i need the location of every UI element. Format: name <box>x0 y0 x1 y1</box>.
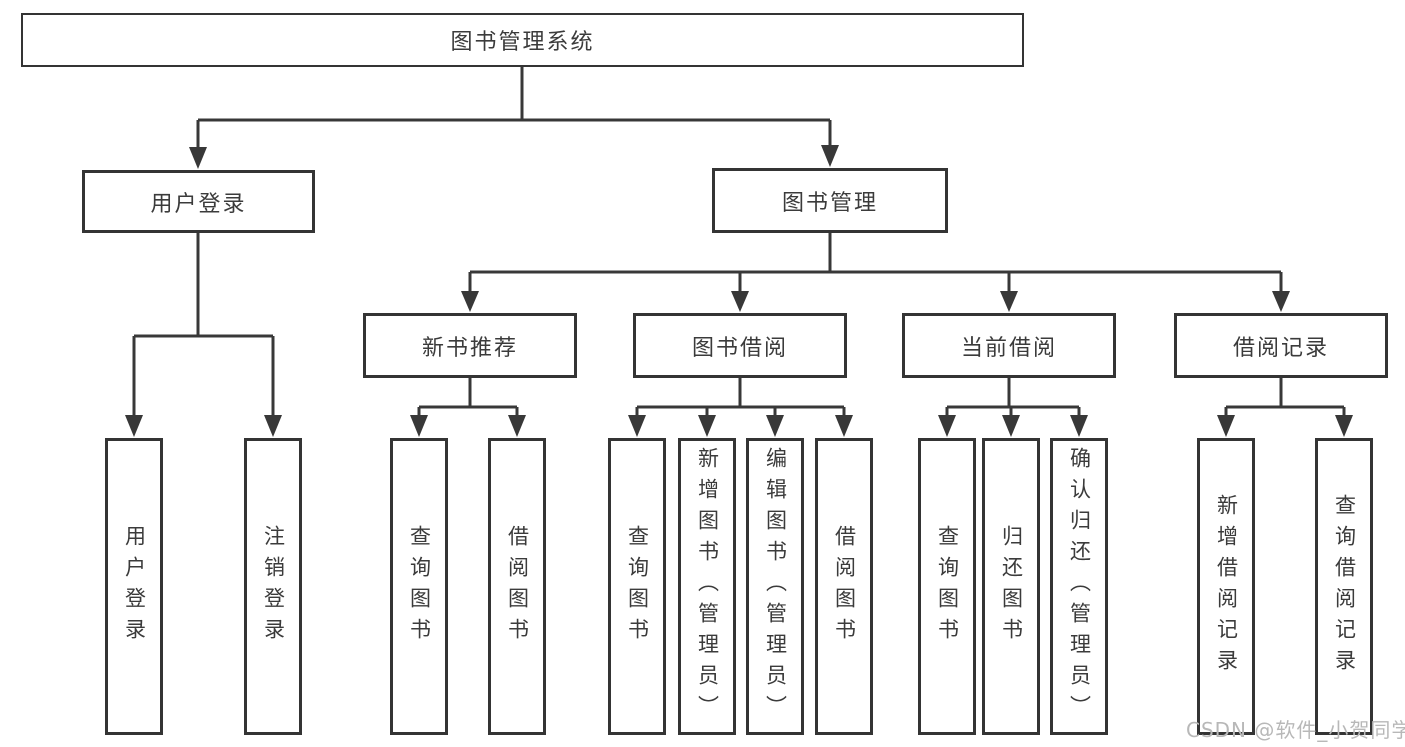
node-current-borrowing: 当前借阅 <box>902 313 1116 378</box>
node-root-label: 图书管理系统 <box>450 30 595 55</box>
leaf-br-query-record-label: 查询借阅记录 <box>1332 493 1357 680</box>
node-new-book-recommend: 新书推荐 <box>363 313 577 378</box>
leaf-cb-return-books: 归还图书 <box>982 438 1040 735</box>
node-book-management: 图书管理 <box>712 168 948 233</box>
node-current-borrowing-label: 当前借阅 <box>960 335 1057 361</box>
leaf-bb-borrow-books: 借阅图书 <box>815 438 873 735</box>
leaf-bb-add-books-admin-label: 新增图书（管理员） <box>695 447 720 726</box>
leaf-cb-query-books-label: 查询图书 <box>935 524 960 649</box>
leaf-cb-query-books: 查询图书 <box>918 438 976 735</box>
leaf-br-add-record-label: 新增借阅记录 <box>1214 493 1239 680</box>
node-root: 图书管理系统 <box>21 13 1024 67</box>
leaf-bb-borrow-books-label: 借阅图书 <box>832 524 857 649</box>
node-borrowing-records-label: 借阅记录 <box>1232 335 1329 361</box>
watermark-text: CSDN @软件_小贺同学 <box>1186 718 1405 742</box>
leaf-br-query-record: 查询借阅记录 <box>1315 438 1373 735</box>
leaf-bb-query-books: 查询图书 <box>608 438 666 735</box>
leaf-user-login: 用户登录 <box>105 438 163 735</box>
node-book-borrowing-label: 图书借阅 <box>691 335 788 361</box>
node-book-borrowing: 图书借阅 <box>633 313 847 378</box>
node-new-book-recommend-label: 新书推荐 <box>421 335 518 361</box>
leaf-bb-query-books-label: 查询图书 <box>625 524 650 649</box>
leaf-cb-confirm-return-admin: 确认归还（管理员） <box>1050 438 1108 735</box>
leaf-user-login-label: 用户登录 <box>122 524 147 649</box>
leaf-nb-borrow-books: 借阅图书 <box>488 438 546 735</box>
leaf-bb-add-books-admin: 新增图书（管理员） <box>678 438 736 735</box>
leaf-cb-confirm-return-admin-label: 确认归还（管理员） <box>1067 447 1092 726</box>
leaf-cb-return-books-label: 归还图书 <box>999 524 1024 649</box>
leaf-nb-query-books: 查询图书 <box>390 438 448 735</box>
leaf-logout: 注销登录 <box>244 438 302 735</box>
leaf-logout-label: 注销登录 <box>261 524 286 649</box>
leaf-nb-borrow-books-label: 借阅图书 <box>505 524 530 649</box>
node-borrowing-records: 借阅记录 <box>1174 313 1388 378</box>
leaf-bb-edit-books-admin-label: 编辑图书（管理员） <box>763 447 788 726</box>
leaf-bb-edit-books-admin: 编辑图书（管理员） <box>746 438 804 735</box>
node-book-management-label: 图书管理 <box>781 190 878 216</box>
node-user-login-label: 用户登录 <box>150 191 247 217</box>
node-user-login: 用户登录 <box>82 170 315 233</box>
leaf-br-add-record: 新增借阅记录 <box>1197 438 1255 735</box>
leaf-nb-query-books-label: 查询图书 <box>407 524 432 649</box>
